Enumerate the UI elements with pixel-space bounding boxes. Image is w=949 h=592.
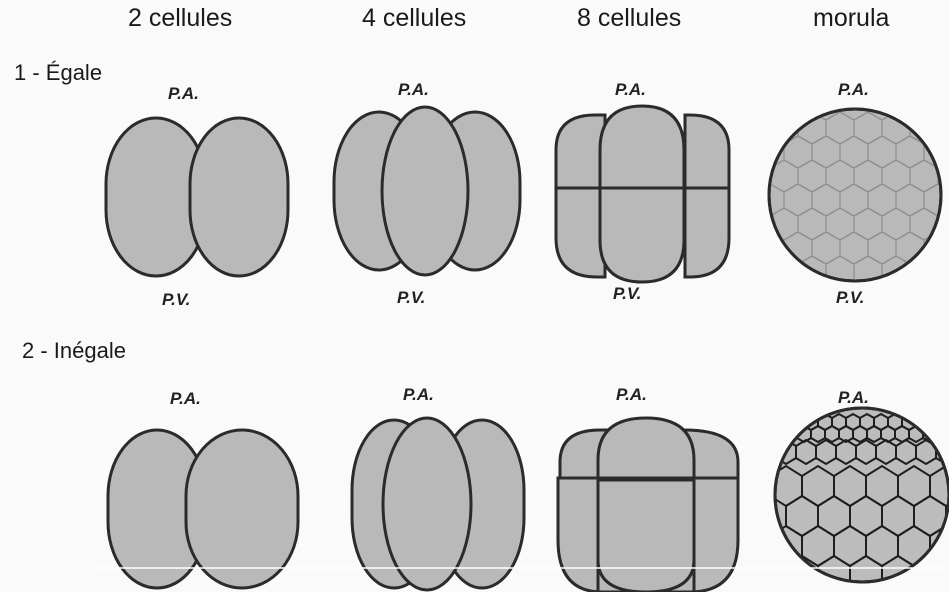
morula-equal [769, 109, 949, 288]
embryo-8-cells-equal [556, 106, 729, 282]
embryo-4-cells-equal [334, 107, 520, 275]
morula-unequal [770, 408, 949, 592]
embryo-2-cells-equal [106, 118, 288, 276]
embryo-2-cells-unequal [108, 430, 298, 588]
embryo-4-cells-unequal [352, 418, 524, 590]
embryo-8-cells-unequal [558, 418, 738, 592]
